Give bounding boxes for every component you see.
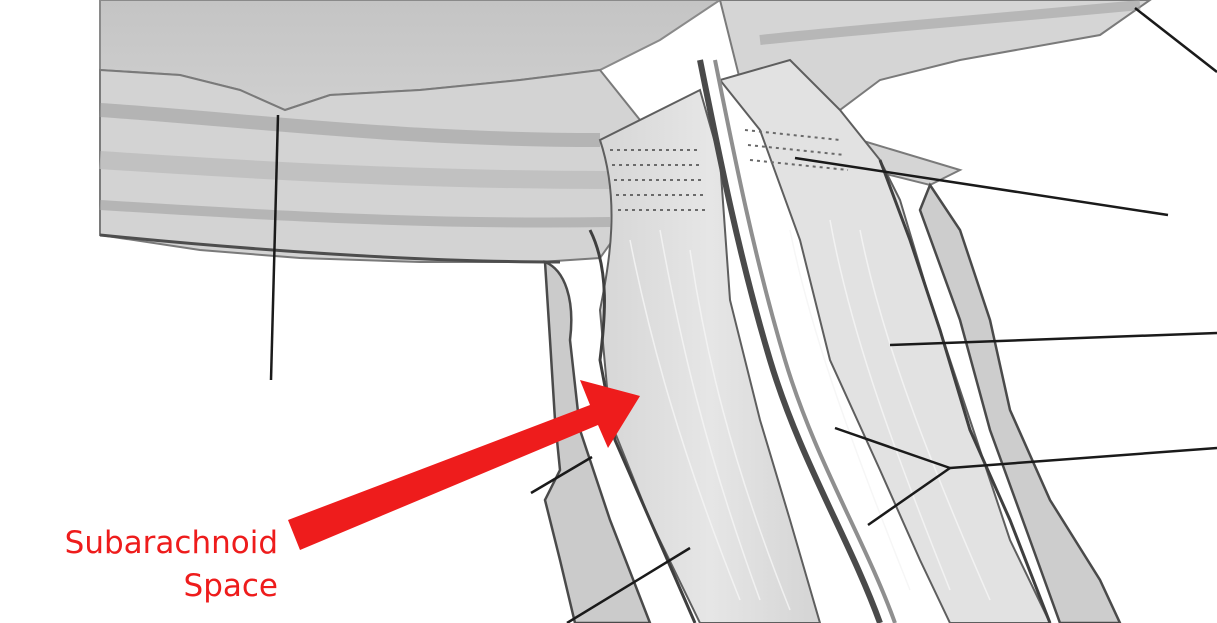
subarachnoid-label-line1: Subarachnoid	[65, 522, 278, 564]
leader-line-sclera	[1135, 8, 1217, 72]
leader-line-septum-c	[950, 448, 1217, 468]
subarachnoid-label-line2: Space	[184, 565, 278, 607]
